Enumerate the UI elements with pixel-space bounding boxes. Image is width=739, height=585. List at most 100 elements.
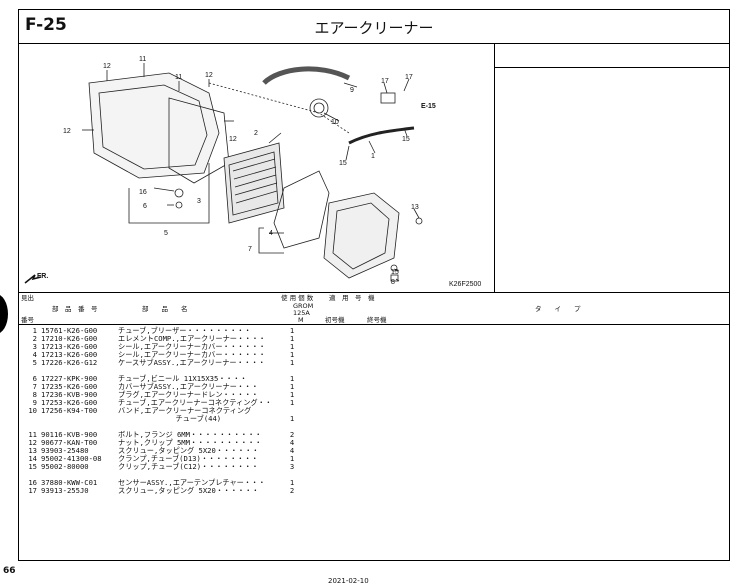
hdr-first-no: 初号機 — [325, 316, 345, 324]
cell-name: スクリュー,タッピング 5X20・・・・・・ — [118, 486, 259, 495]
callout-13: 13 — [411, 204, 419, 211]
page-title: エアークリーナー — [314, 19, 434, 37]
callout-8: 8 — [391, 279, 395, 286]
cell-qty: 1 — [289, 326, 295, 335]
cell-name: シール,エアークリーナーカバー・・・・・・ — [118, 350, 266, 359]
cell-name: ボルト,フランジ 6MM・・・・・・・・・・ — [118, 430, 262, 439]
cell-pn: 90116-KVB-900 — [41, 430, 98, 439]
cell-pn: 17235-K26-G00 — [41, 382, 98, 391]
hdr-model-3: M — [298, 316, 304, 324]
cell-qty: 2 — [289, 430, 295, 439]
page-number: 66 — [3, 566, 16, 576]
front-arrow-label: FR. — [37, 273, 48, 280]
header-divider — [19, 324, 729, 325]
callout-2: 2 — [254, 130, 258, 137]
cell-name: シール,エアークリーナーカバー・・・・・・ — [118, 342, 266, 351]
cell-qty: 1 — [289, 374, 295, 383]
right-blank-area — [495, 67, 729, 293]
cell-qty: 2 — [289, 486, 295, 495]
hdr-part-number: 部 品 番 号 — [52, 305, 98, 313]
cell-qty: 3 — [289, 462, 295, 471]
callout-3: 3 — [197, 198, 201, 205]
cell-qty: 4 — [289, 446, 295, 455]
cell-no: 7 — [32, 382, 37, 391]
cell-name: ナット,クリップ 5MM・・・・・・・・・・ — [118, 438, 262, 447]
front-arrow-icon — [24, 274, 42, 284]
callout-11: 11 — [139, 56, 146, 63]
cell-name: プラグ,エアークリーナードレン・・・・・ — [118, 390, 259, 399]
cell-name: クランプ,チューブ(D13)・・・・・・・・ — [118, 454, 259, 463]
callout-12c: 12 — [63, 128, 71, 135]
callout-12d: 12 — [229, 136, 237, 143]
cell-name: チューブ,エアークリーナーコネクティング・・ — [118, 398, 272, 407]
cell-pn: 90677-KAN-T00 — [41, 438, 98, 447]
cell-pn: 93913-255J0 — [41, 486, 89, 495]
cell-no: 13 — [28, 446, 37, 455]
cell-name: スクリュー,タッピング 5X20・・・・・・ — [118, 446, 259, 455]
cell-no: 17 — [28, 486, 37, 495]
cell-name: チューブ,ビニール 11X15X35・・・・ — [118, 374, 248, 383]
callout-labels: 12 11 11 12 12 12 2 3 16 6 5 7 4 9 10 17… — [24, 56, 481, 288]
cell-no: 15 — [28, 462, 37, 471]
cell-pn: 17226-K26-G12 — [41, 358, 98, 367]
cell-qty: 1 — [289, 478, 295, 487]
cell-qty: 1 — [289, 334, 295, 343]
footer-date: 2021-02-10 — [328, 577, 369, 585]
cell-qty: 1 — [289, 342, 295, 351]
callout-11b: 11 — [175, 74, 182, 81]
cell-no: 6 — [32, 374, 37, 383]
cell-no: 14 — [28, 454, 37, 463]
cell-qty: 1 — [289, 350, 295, 359]
cell-name: エレメントCOMP.,エアークリーナー・・・・ — [118, 334, 266, 343]
hdr-usage-qty: 使 用 個 数 — [281, 294, 314, 302]
cell-pn: 17227-KPK-900 — [41, 374, 98, 383]
cell-qty: 1 — [289, 398, 295, 407]
binding-hole-mark — [0, 294, 8, 334]
cell-pn: 93903-25480 — [41, 446, 89, 455]
exploded-diagram: 12 11 11 12 12 12 2 3 16 6 5 7 4 9 10 17… — [19, 43, 495, 293]
cell-name: バンド,エアークリーナーコネクティング — [118, 406, 252, 415]
cell-name: チューブ(44) — [118, 414, 222, 423]
hdr-applicable: 適 用 号 機 — [329, 294, 375, 302]
callout-15b: 15 — [339, 160, 347, 167]
callout-12b: 12 — [205, 72, 213, 79]
cell-pn: 17213-K26-G00 — [41, 350, 98, 359]
right-blank-box — [495, 43, 729, 68]
callout-9: 9 — [350, 87, 354, 94]
cell-qty: 1 — [289, 414, 295, 423]
cell-no: 2 — [32, 334, 37, 343]
air-cleaner-diagram-svg: 12 11 11 12 12 12 2 3 16 6 5 7 4 9 10 17… — [24, 56, 481, 288]
cell-no: 8 — [32, 390, 37, 399]
cell-pn: 17256-K94-T00 — [41, 406, 98, 415]
cell-qty: 1 — [289, 390, 295, 399]
cell-no: 5 — [32, 358, 37, 367]
callout-15c: 15 — [391, 269, 399, 276]
hdr-type: タ イ プ — [535, 305, 581, 313]
cell-name: ケースサブASSY.,エアークリーナー・・・・ — [118, 358, 266, 367]
ref-e15: E-15 — [421, 103, 436, 110]
cell-no: 16 — [28, 478, 37, 487]
callout-5: 5 — [164, 230, 168, 237]
callout-10: 10 — [331, 119, 339, 126]
cell-name: センサーASSY.,エアーテンプレチャー・・・ — [118, 478, 266, 487]
hdr-last-no: 終号機 — [367, 316, 387, 324]
cell-qty: 1 — [289, 454, 295, 463]
cell-pn: 17213-K26-G00 — [41, 342, 98, 351]
cell-qty: 1 — [289, 382, 295, 391]
cell-pn: 17236-KVB-900 — [41, 390, 98, 399]
hdr-model-2: 125A — [293, 309, 310, 317]
callout-4: 4 — [269, 230, 273, 237]
cell-no: 9 — [32, 398, 37, 407]
callout-7: 7 — [248, 246, 252, 253]
hdr-ref-top: 見出 — [21, 294, 34, 302]
cell-no: 3 — [32, 342, 37, 351]
cell-no: 10 — [28, 406, 37, 415]
callout-15a: 15 — [402, 136, 410, 143]
cell-no: 11 — [28, 430, 37, 439]
catalog-page-frame: F-25 エアークリーナー — [18, 9, 730, 561]
callout-16: 17 — [381, 78, 389, 85]
cell-name: クリップ,チューブ(C12)・・・・・・・・ — [118, 462, 259, 471]
callout-17: 17 — [405, 74, 413, 81]
cell-qty: 1 — [289, 358, 295, 367]
figure-code: F-25 — [25, 15, 67, 35]
